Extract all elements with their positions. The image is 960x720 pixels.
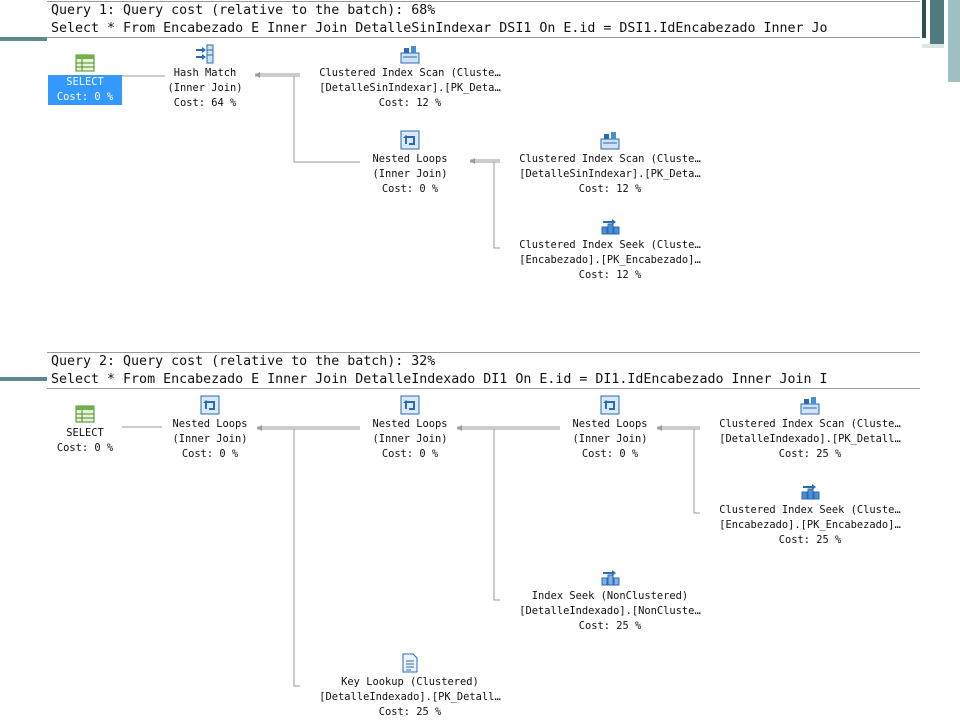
- q2-node-nested-loops-1-cost: Cost: 0 %: [181, 447, 239, 460]
- nested-loops-icon: [200, 395, 220, 415]
- q1-node-select[interactable]: SELECT Cost: 0 %: [48, 52, 122, 105]
- q1-node-ci-scan-b-cost: Cost: 12 %: [578, 182, 642, 195]
- q2-node-ci-scan-cost: Cost: 25 %: [778, 447, 842, 460]
- q2-node-nested-loops-1[interactable]: Nested Loops (Inner Join) Cost: 0 %: [155, 394, 265, 461]
- q1-node-select-cost: Cost: 0 %: [48, 89, 122, 105]
- q1-node-nested-loops-join: (Inner Join): [372, 167, 448, 180]
- slide-accent-bar-bottom: [0, 377, 47, 381]
- key-lookup-icon: [402, 653, 418, 673]
- clustered-index-scan-icon: [600, 132, 620, 150]
- q1-node-ci-scan-a-cost: Cost: 12 %: [378, 96, 442, 109]
- q2-node-nested-loops-3-cost: Cost: 0 %: [581, 447, 639, 460]
- q1-node-ci-seek-object: [Encabezado].[PK_Encabezado]…: [519, 253, 701, 266]
- q2-node-index-seek-object: [DetalleIndexado].[NonCluste…: [519, 604, 701, 617]
- q2-node-select[interactable]: SELECT Cost: 0 %: [48, 403, 122, 456]
- q2-node-ci-scan-label: Clustered Index Scan (Cluste…: [719, 418, 901, 430]
- clustered-index-scan-icon: [800, 397, 820, 415]
- q1-node-nested-loops-label: Nested Loops: [372, 153, 448, 165]
- clustered-index-seek-icon: [601, 219, 620, 235]
- q2-node-ci-scan-object: [DetalleIndexado].[PK_Detall…: [719, 432, 901, 445]
- q2-node-ci-seek-cost: Cost: 25 %: [778, 533, 842, 546]
- q2-node-ci-seek-label: Clustered Index Seek (Cluste…: [719, 504, 901, 516]
- q1-node-ci-scan-a-label: Clustered Index Scan (Cluste…: [319, 67, 501, 79]
- slide-corner-decoration: [922, 0, 960, 82]
- q2-node-nested-loops-2[interactable]: Nested Loops (Inner Join) Cost: 0 %: [355, 394, 465, 461]
- q1-node-clustered-index-scan-a[interactable]: Clustered Index Scan (Cluste… [DetalleSi…: [298, 43, 522, 110]
- q1-node-select-label: SELECT: [48, 75, 122, 90]
- query2-header: Query 2: Query cost (relative to the bat…: [47, 352, 920, 389]
- q2-node-index-seek-label: Index Seek (NonClustered): [531, 590, 689, 602]
- q2-node-clustered-index-scan[interactable]: Clustered Index Scan (Cluste… [DetalleIn…: [698, 394, 922, 461]
- q1-node-ci-scan-a-object: [DetalleSinIndexar].[PK_Deta…: [319, 81, 501, 94]
- q2-node-index-seek[interactable]: Index Seek (NonClustered) [DetalleIndexa…: [498, 566, 722, 633]
- q2-node-nested-loops-3-join: (Inner Join): [572, 432, 648, 445]
- hash-match-icon: [196, 44, 214, 64]
- q2-node-nested-loops-2-cost: Cost: 0 %: [381, 447, 439, 460]
- q2-node-select-label: SELECT: [66, 427, 104, 439]
- query1-header: Query 1: Query cost (relative to the bat…: [47, 1, 920, 38]
- q2-node-nested-loops-3[interactable]: Nested Loops (Inner Join) Cost: 0 %: [555, 394, 665, 461]
- q1-node-hash-match-label: Hash Match: [173, 67, 237, 79]
- query1-sql: Select * From Encabezado E Inner Join De…: [51, 20, 828, 36]
- q2-node-nested-loops-2-label: Nested Loops: [372, 418, 448, 430]
- q1-node-ci-seek-label: Clustered Index Seek (Cluste…: [519, 239, 701, 251]
- clustered-index-seek-icon: [801, 484, 820, 500]
- q1-node-hash-match-join: (Inner Join): [167, 81, 243, 94]
- q2-node-clustered-index-seek[interactable]: Clustered Index Seek (Cluste… [Encabezad…: [698, 480, 922, 547]
- q1-node-ci-scan-b-object: [DetalleSinIndexar].[PK_Deta…: [519, 167, 701, 180]
- q1-node-nested-loops[interactable]: Nested Loops (Inner Join) Cost: 0 %: [355, 129, 465, 196]
- q2-node-nested-loops-1-label: Nested Loops: [172, 418, 248, 430]
- select-icon: [75, 54, 95, 72]
- q2-node-nested-loops-2-join: (Inner Join): [372, 432, 448, 445]
- q1-node-hash-match-cost: Cost: 64 %: [173, 96, 237, 109]
- q2-node-key-lookup-object: [DetalleIndexado].[PK_Detall…: [319, 690, 501, 703]
- q2-node-key-lookup-cost: Cost: 25 %: [378, 705, 442, 718]
- q1-node-ci-scan-b-label: Clustered Index Scan (Cluste…: [519, 153, 701, 165]
- nested-loops-icon: [400, 130, 420, 150]
- q2-node-select-cost: Cost: 0 %: [56, 441, 114, 454]
- query1-title: Query 1: Query cost (relative to the bat…: [51, 3, 436, 18]
- query2-sql: Select * From Encabezado E Inner Join De…: [51, 371, 828, 387]
- q2-node-ci-seek-object: [Encabezado].[PK_Encabezado]…: [719, 518, 901, 531]
- q1-node-ci-seek-cost: Cost: 12 %: [578, 268, 642, 281]
- q1-node-clustered-index-seek[interactable]: Clustered Index Seek (Cluste… [Encabezad…: [498, 215, 722, 282]
- q2-node-index-seek-cost: Cost: 25 %: [578, 619, 642, 632]
- q1-node-hash-match[interactable]: Hash Match (Inner Join) Cost: 64 %: [150, 43, 260, 110]
- nested-loops-icon: [600, 395, 620, 415]
- slide-accent-bar-top: [0, 37, 47, 41]
- q2-node-key-lookup[interactable]: Key Lookup (Clustered) [DetalleIndexado]…: [298, 652, 522, 719]
- q1-node-nested-loops-cost: Cost: 0 %: [381, 182, 439, 195]
- q2-node-nested-loops-1-join: (Inner Join): [172, 432, 248, 445]
- q2-node-key-lookup-label: Key Lookup (Clustered): [341, 676, 479, 688]
- q1-node-clustered-index-scan-b[interactable]: Clustered Index Scan (Cluste… [DetalleSi…: [498, 129, 722, 196]
- select-icon: [75, 405, 95, 423]
- query2-title: Query 2: Query cost (relative to the bat…: [51, 354, 436, 369]
- q2-node-nested-loops-3-label: Nested Loops: [572, 418, 648, 430]
- clustered-index-scan-icon: [400, 46, 420, 64]
- index-seek-icon: [601, 570, 620, 586]
- nested-loops-icon: [400, 395, 420, 415]
